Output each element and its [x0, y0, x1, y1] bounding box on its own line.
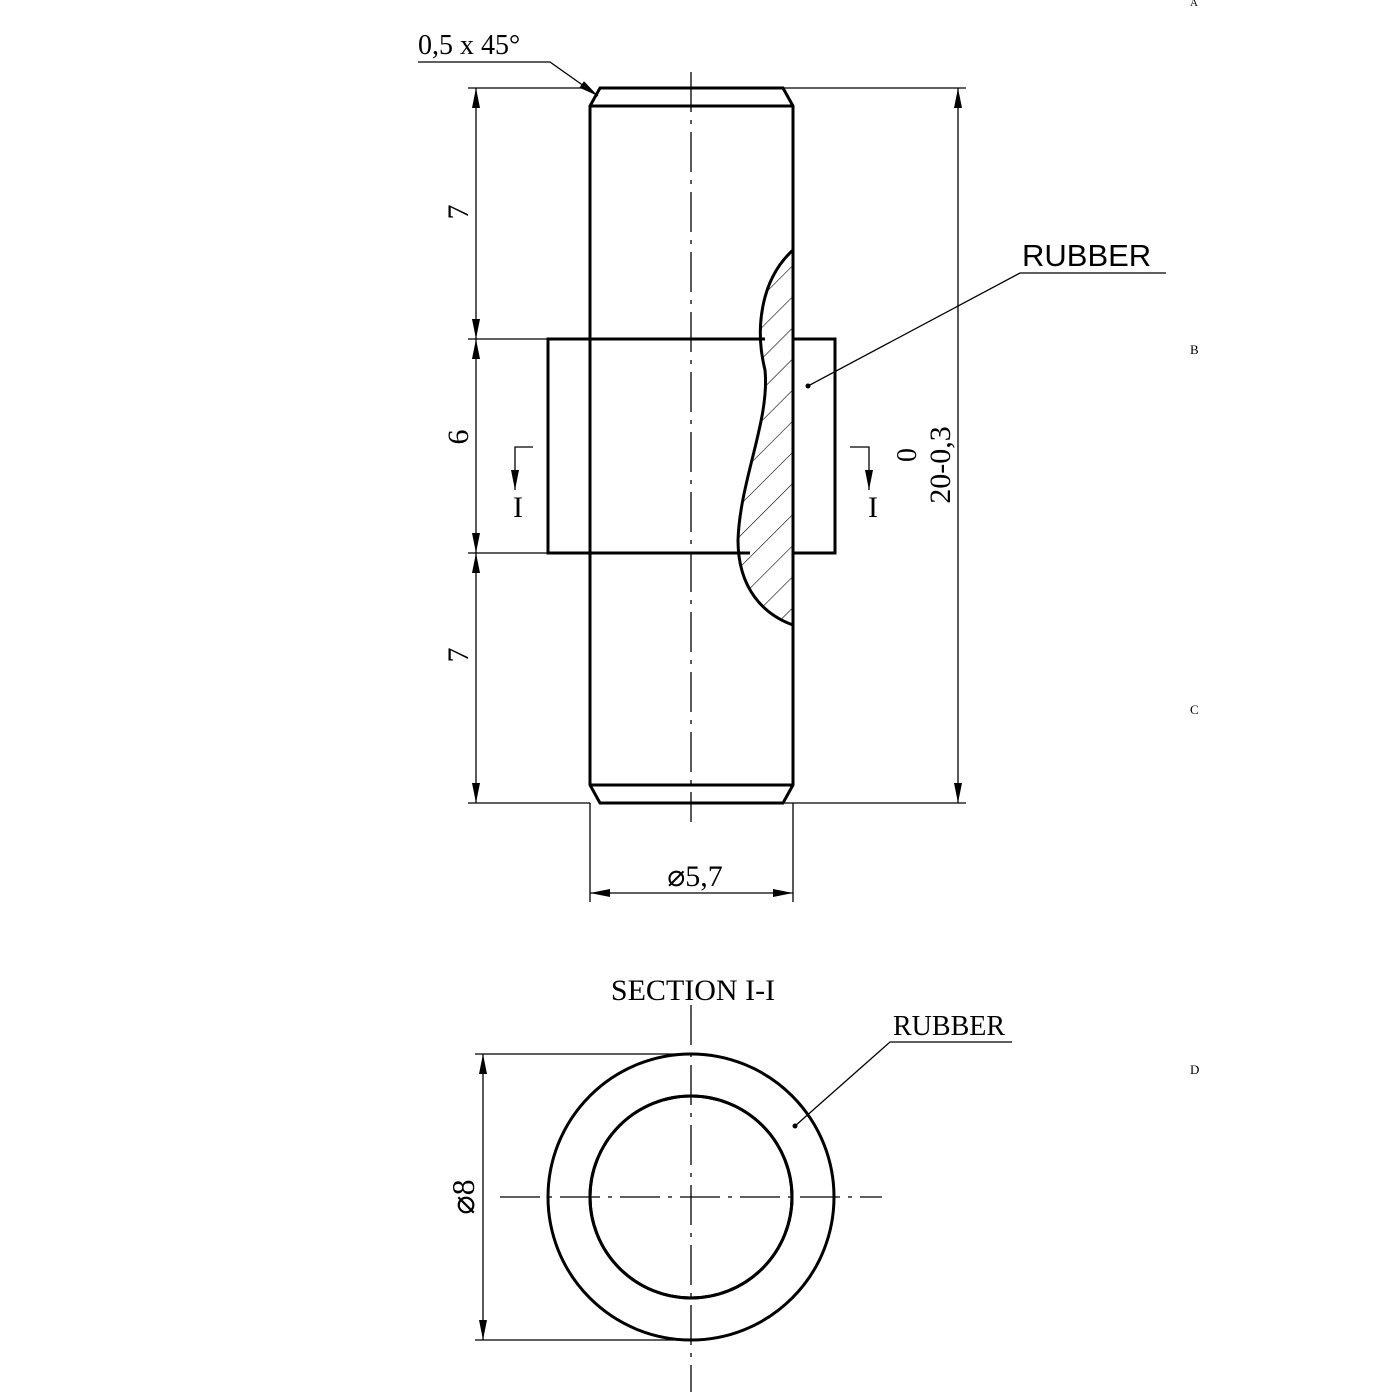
section-title: SECTION I-I: [611, 974, 775, 1007]
dim-bottom-label: 7: [442, 648, 475, 663]
svg-text:I: I: [513, 491, 523, 524]
section-view: SECTION I-I ⌀8 RUBBER: [445, 974, 1012, 1392]
break-line: [736, 248, 795, 627]
section-mark-left: I: [511, 446, 533, 524]
partial-section-hatch: [738, 250, 793, 625]
dim-overall-label: 20-0,3: [924, 426, 957, 504]
left-dimensions: 7 6 7: [442, 87, 590, 804]
rubber-sleeve: [546, 337, 765, 555]
section-rubber-label: RUBBER: [893, 1011, 1005, 1042]
overall-dimension: 20-0,3 0: [783, 87, 966, 804]
section-diameter-dimension: ⌀8: [445, 1053, 691, 1341]
diameter-dimension: ⌀5,7: [589, 803, 794, 902]
section-rubber-callout: RUBBER: [792, 1011, 1012, 1129]
svg-text:I: I: [868, 491, 878, 524]
dim-overall-tolerance: 0: [892, 448, 923, 462]
rubber-label: RUBBER: [1022, 238, 1151, 273]
dim-top-label: 7: [442, 205, 475, 220]
zone-letter-a: A: [1190, 0, 1198, 9]
front-view: 7 6 7 20-0,3 0 I I ⌀5,7: [418, 30, 1166, 902]
zone-letter-b: B: [1190, 342, 1199, 357]
section-dim-diameter-label: ⌀8: [445, 1179, 481, 1214]
zone-letter-d: D: [1190, 1062, 1199, 1077]
dim-diameter-label: ⌀5,7: [667, 860, 723, 893]
zone-letter-c: C: [1190, 702, 1199, 717]
zone-letters: A B C D: [1190, 0, 1199, 1077]
rubber-callout: RUBBER: [805, 238, 1166, 389]
dim-middle-label: 6: [442, 430, 475, 445]
chamfer-note: 0,5 x 45°: [418, 30, 599, 97]
section-mark-right: I: [850, 446, 878, 524]
chamfer-note-text: 0,5 x 45°: [418, 30, 520, 61]
rubber-sleeve-section: [791, 337, 837, 555]
